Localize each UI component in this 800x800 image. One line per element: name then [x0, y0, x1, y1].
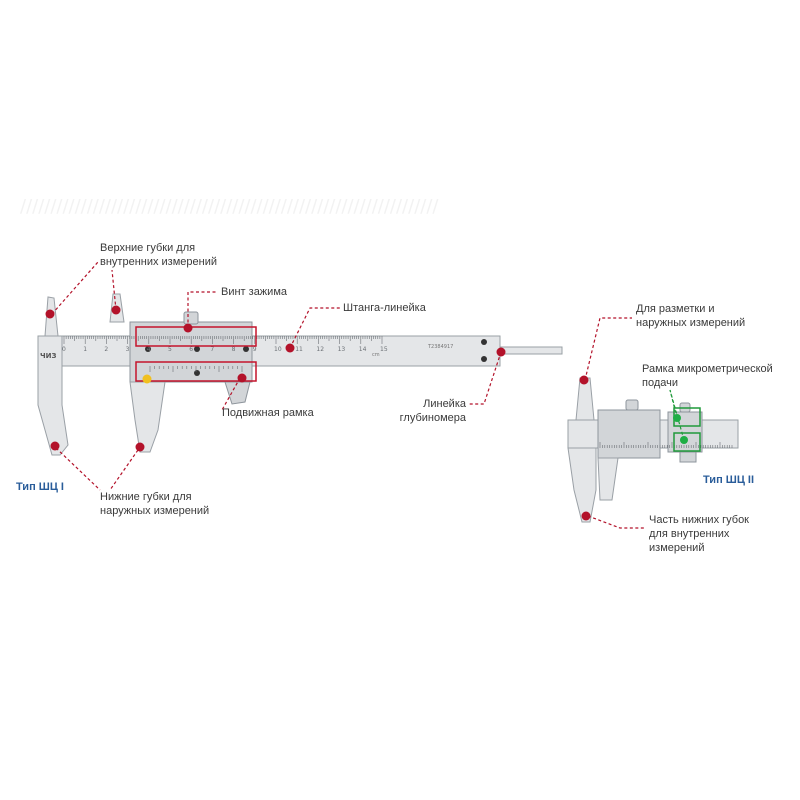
label-movable-frame: Подвижная рамка [222, 407, 314, 419]
point-lower-jaw-fixed [50, 441, 60, 451]
point-lower-jaw-movable [135, 442, 145, 452]
label-lower-jaws-part-line2: для внутренних [649, 528, 730, 540]
scale-number: 6 [189, 346, 193, 353]
movable-frame-highlight [135, 361, 257, 382]
movable-frame-2 [597, 409, 661, 459]
leader-clamp-screw [187, 291, 218, 328]
label-lower-jaws-part-line3: измерений [649, 542, 705, 554]
scale-number: 4 [147, 346, 151, 353]
leader-lower-jaws-2 [109, 449, 139, 491]
rivet [243, 346, 249, 352]
beam-ruler [37, 335, 501, 367]
point-upper-jaw-movable [111, 305, 121, 315]
upper-marking-jaw [575, 377, 595, 421]
scale-number: 8 [232, 346, 236, 353]
label-upper-jaws: Верхние губки для внутренних измерений [100, 241, 217, 269]
label-clamp-screw: Винт зажима [221, 286, 287, 298]
point-micro-frame-1 [673, 414, 681, 422]
rivet [481, 339, 487, 345]
point-upper-jaw-fixed [45, 309, 55, 319]
clamp-screw-highlight [135, 326, 257, 347]
label-lower-jaws-part-line1: Часть нижних губок [649, 514, 749, 526]
type-label-1: Тип ШЦ I [16, 481, 64, 493]
label-lower-jaws: Нижние губки для наружных измерений [100, 490, 209, 518]
movable-frame-body [129, 321, 253, 383]
rivet [194, 346, 200, 352]
scale-ticks-2 [599, 442, 733, 448]
label-depth-rod: Линейка глубиномера [396, 397, 466, 425]
scale-number: 1 [83, 346, 87, 353]
main-scale-ticks [63, 336, 383, 344]
caliper-type-2 [567, 317, 739, 529]
label-depth-rod-line2: глубиномера [399, 412, 466, 424]
label-lower-jaws-line2: наружных измерений [100, 505, 210, 517]
label-lower-jaws-part: Часть нижних губок для внутренних измере… [649, 513, 749, 555]
scale-number: 9 [253, 346, 257, 353]
label-upper-jaws-line2: внутренних измерений [100, 256, 218, 268]
yellow-marker [142, 374, 152, 384]
scale-number: 10 [274, 346, 282, 353]
rivet [145, 346, 151, 352]
scale-number: 13 [338, 346, 346, 353]
leader-marking-jaws [584, 317, 632, 381]
lower-jaw-movable-2 [597, 457, 619, 501]
point-marking-jaws [579, 375, 589, 385]
label-lower-jaws-line1: Нижние губки для [100, 491, 192, 503]
scale-number: 12 [316, 346, 324, 353]
serial-number: T2384917 [427, 344, 453, 350]
clamp-screw-2 [625, 399, 639, 411]
leader-depth-rod [468, 351, 502, 405]
leader-lower-jaws-part [587, 515, 646, 529]
scale-number: 15 [380, 346, 388, 353]
label-micro-frame-line1: Рамка микрометрической [642, 363, 773, 375]
point-beam-ruler [285, 343, 295, 353]
movable-lower-jaw [129, 381, 166, 453]
rivet [194, 370, 200, 376]
label-upper-jaws-line1: Верхние губки для [100, 242, 196, 254]
scale-number: 7 [210, 346, 214, 353]
label-beam-ruler: Штанга-линейка [343, 302, 426, 314]
leader-beam-ruler [289, 307, 340, 349]
thumb-grip [224, 381, 251, 405]
label-marking-jaws: Для разметки и наружных измерений [636, 302, 745, 330]
scale-number: 11 [295, 346, 303, 353]
scale-number: 3 [126, 346, 130, 353]
fixed-lower-jaw [37, 335, 69, 456]
scale-number: 2 [104, 346, 108, 353]
label-micro-frame-line2: подачи [642, 377, 679, 389]
point-micro-frame-2 [680, 436, 688, 444]
clamp-screw-part [183, 311, 199, 325]
label-depth-rod-line1: Линейка [423, 398, 466, 410]
type-label-2: Тип ШЦ II [703, 474, 755, 486]
point-depth-rod [496, 347, 506, 357]
leader-micro-frame-1 [669, 389, 678, 419]
brand-mark: ЧИЗ [40, 352, 57, 360]
scale-number: 0 [62, 346, 66, 353]
leader-upper-jaws-1 [51, 261, 99, 315]
leader-upper-jaws-2 [111, 269, 117, 311]
label-micro-frame: Рамка микрометрической подачи [642, 362, 773, 390]
point-clamp-screw [183, 323, 193, 333]
scale-number: 14 [359, 346, 367, 353]
label-marking-jaws-line2: наружных измерений [636, 317, 746, 329]
watermark-text: ////////////////////////////////////////… [20, 196, 439, 217]
point-lower-jaws-part [581, 511, 591, 521]
scale-unit: cm [372, 352, 380, 358]
leader-lower-jaws-1 [55, 447, 101, 491]
rivet [481, 356, 487, 362]
lower-jaw-fixed-2 [567, 447, 597, 523]
micro-feed-screw [679, 451, 697, 463]
leader-movable-frame [221, 377, 241, 411]
scale-number: 5 [168, 346, 172, 353]
vernier-scale-ticks [149, 366, 243, 372]
label-marking-jaws-line1: Для разметки и [636, 303, 715, 315]
micro-frame-highlight-2 [673, 432, 701, 452]
point-movable-frame [237, 373, 247, 383]
